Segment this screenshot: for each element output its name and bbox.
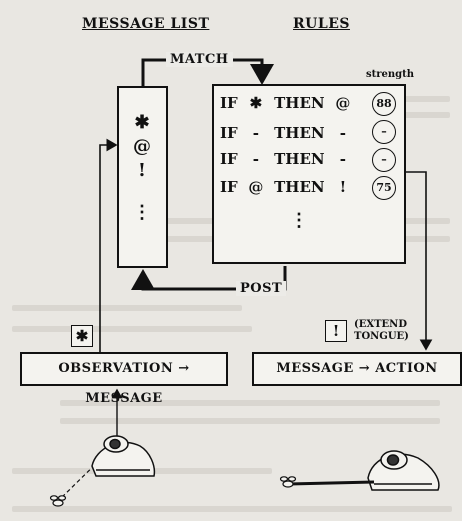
fly-icon xyxy=(281,477,296,487)
rules-ellipsis: ⋮ xyxy=(284,210,314,231)
rule-then: THEN xyxy=(274,94,324,112)
input-message-token: ✱ xyxy=(71,325,93,347)
message-to-action-box: MESSAGE → ACTION xyxy=(252,352,462,386)
rule-row: IF - THEN - xyxy=(220,150,356,168)
rule-then: THEN xyxy=(274,178,324,196)
post-label: POST xyxy=(236,281,286,296)
rule-condition: - xyxy=(243,150,269,168)
rule-action: - xyxy=(330,150,356,168)
frog-icon xyxy=(92,436,154,476)
output-wire xyxy=(406,172,426,349)
strength-label: strength xyxy=(366,69,414,80)
rule-row: IF - THEN - xyxy=(220,124,356,142)
rule-row: IF @ THEN ! xyxy=(220,178,356,196)
rule-condition: - xyxy=(243,124,269,142)
rule-condition: @ xyxy=(243,178,269,196)
match-label: MATCH xyxy=(166,52,233,67)
message-list-ellipsis: ⋮ xyxy=(127,202,157,223)
rule-if: IF xyxy=(220,178,238,196)
fly-icon xyxy=(51,496,66,506)
note-line: (EXTEND xyxy=(354,319,409,331)
rule-if: IF xyxy=(220,94,238,112)
rules-heading: RULES xyxy=(293,16,350,32)
rules-box: IF ✱ THEN @ IF - THEN - IF - THEN - IF @… xyxy=(212,84,406,264)
rule-if: IF xyxy=(220,124,238,142)
rule-if: IF xyxy=(220,150,238,168)
rule-condition: ✱ xyxy=(243,94,269,112)
output-message-token: ! xyxy=(325,320,347,342)
rule-row: IF ✱ THEN @ xyxy=(220,94,356,112)
message-list-heading: MESSAGE LIST xyxy=(82,16,209,32)
rule-action: - xyxy=(330,124,356,142)
message-list-box: ✱ @ ! ⋮ xyxy=(117,86,168,268)
message-item: @ xyxy=(127,136,157,157)
message-item: ! xyxy=(127,160,157,181)
rule-then: THEN xyxy=(274,150,324,168)
observation-to-message-box: OBSERVATION → MESSAGE xyxy=(20,352,228,386)
rule-strength: 75 xyxy=(372,176,396,200)
message-item: ✱ xyxy=(127,112,157,133)
rule-strength: 88 xyxy=(372,92,396,116)
frog-icon xyxy=(368,451,439,490)
rule-action: ! xyxy=(330,178,356,196)
note-line: TONGUE) xyxy=(354,331,409,343)
rule-then: THEN xyxy=(274,124,324,142)
rule-strength: – xyxy=(372,148,396,172)
rule-action: @ xyxy=(330,94,356,112)
input-wire xyxy=(100,145,116,352)
rule-strength: – xyxy=(372,120,396,144)
extend-tongue-note: (EXTEND TONGUE) xyxy=(354,319,409,343)
tongue-line xyxy=(289,482,374,484)
